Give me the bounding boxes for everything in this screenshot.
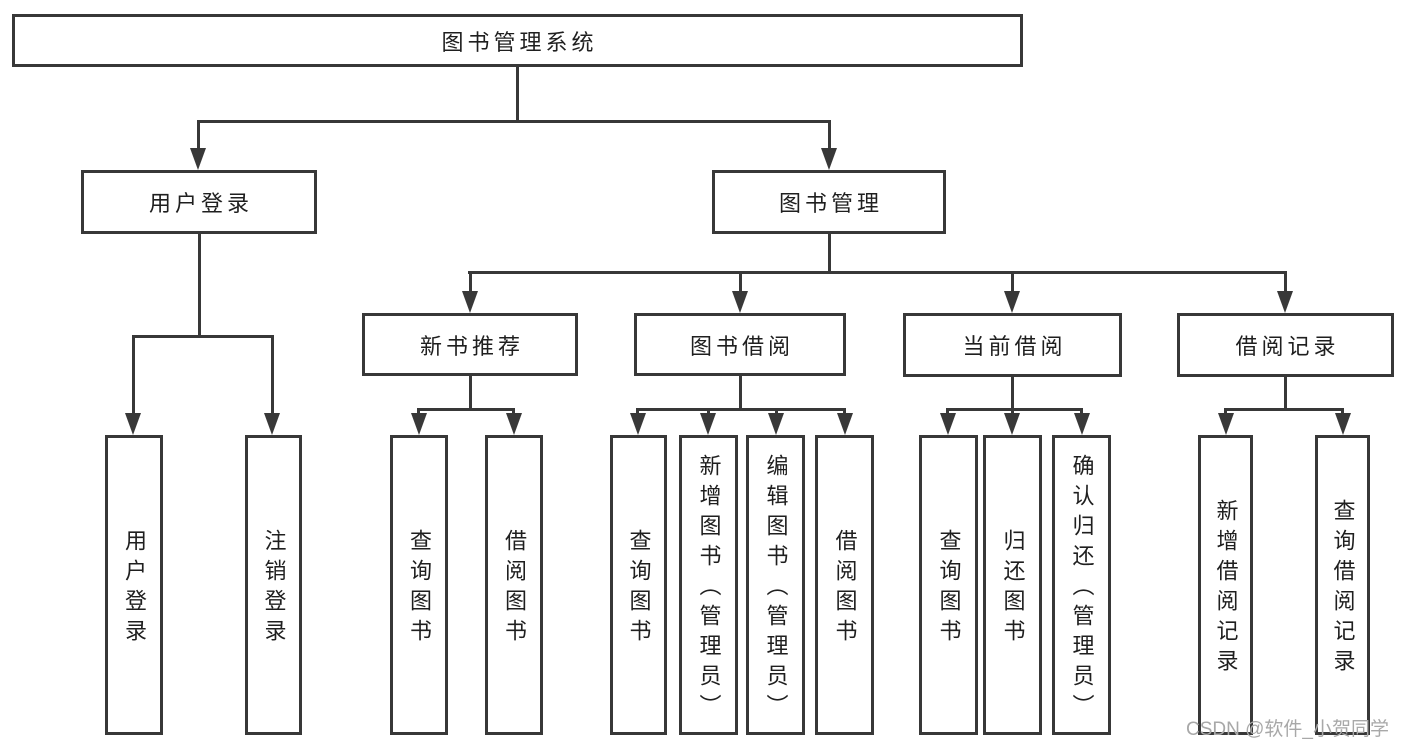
connector-line [132,335,135,415]
connector-line [198,234,201,335]
arrow-down-icon [768,413,784,435]
leaf-borrow-add-admin-label: 新增图书（管理员） [696,454,722,724]
node-borrow-records: 借阅记录 [1177,313,1394,377]
leaf-borrow-add-admin: 新增图书（管理员） [679,435,738,735]
connector-line [271,335,274,415]
leaf-current-query: 查询图书 [919,435,978,735]
node-book-management: 图书管理 [712,170,946,234]
connector-line [739,271,742,293]
leaf-query-borrow-record: 查询借阅记录 [1315,435,1370,735]
leaf-newbook-borrow: 借阅图书 [485,435,543,735]
node-current-borrow: 当前借阅 [903,313,1122,377]
connector-line [516,67,519,120]
node-new-book-recommend: 新书推荐 [362,313,578,376]
node-user-login: 用户登录 [81,170,317,234]
arrow-down-icon [940,413,956,435]
leaf-borrow-query: 查询图书 [610,435,667,735]
arrow-down-icon [190,148,206,170]
leaf-add-borrow-record: 新增借阅记录 [1198,435,1253,735]
arrow-down-icon [821,148,837,170]
leaf-newbook-borrow-label: 借阅图书 [502,529,527,649]
arrow-down-icon [462,291,478,313]
connector-line [1341,408,1344,416]
connector-line [843,408,846,416]
node-book-borrow: 图书借阅 [634,313,846,376]
leaf-borrow-book: 借阅图书 [815,435,874,735]
csdn-watermark: CSDN @软件_小贺同学 [1186,719,1389,740]
connector-line [636,408,639,416]
leaf-add-borrow-record-label: 新增借阅记录 [1213,499,1239,679]
connector-line [1011,377,1014,408]
arrow-down-icon [1004,413,1020,435]
connector-line [775,408,778,416]
leaf-return-book-label: 归还图书 [1000,529,1026,649]
arrow-down-icon [1004,291,1020,313]
node-root-label: 图书管理系统 [441,29,598,55]
connector-line [739,376,742,408]
node-new-book-recommend-label: 新书推荐 [419,333,524,359]
leaf-confirm-return-admin-label: 确认归还（管理员） [1069,454,1095,724]
node-book-borrow-label: 图书借阅 [689,333,794,359]
arrow-down-icon [700,413,716,435]
leaf-user-login-label: 用户登录 [122,529,147,649]
leaf-borrow-query-label: 查询图书 [626,529,652,649]
leaf-borrow-book-label: 借阅图书 [832,529,858,649]
leaf-return-book: 归还图书 [983,435,1042,735]
connector-line [468,271,1286,274]
arrow-down-icon [1277,291,1293,313]
connector-line [132,335,274,338]
connector-line [417,408,420,416]
leaf-newbook-query-label: 查询图书 [407,529,432,649]
connector-line [1011,271,1014,293]
connector-line [1284,377,1287,408]
arrow-down-icon [411,413,427,435]
arrow-down-icon [837,413,853,435]
arrow-down-icon [125,413,141,435]
arrow-down-icon [506,413,522,435]
connector-line [828,120,831,150]
leaf-confirm-return-admin: 确认归还（管理员） [1052,435,1111,735]
node-user-login-label: 用户登录 [148,191,253,216]
leaf-newbook-query: 查询图书 [390,435,448,735]
leaf-current-query-label: 查询图书 [936,529,962,649]
leaf-borrow-edit-admin: 编辑图书（管理员） [746,435,805,735]
connector-line [469,271,472,293]
connector-line [197,120,200,150]
arrow-down-icon [264,413,280,435]
connector-line [828,234,831,271]
leaf-logout-label: 注销登录 [261,529,287,649]
leaf-borrow-edit-admin-label: 编辑图书（管理员） [763,454,789,724]
connector-line [946,408,1083,411]
connector-line [469,376,472,408]
node-borrow-records-label: 借阅记录 [1235,334,1340,359]
connector-line [1224,408,1344,411]
node-root: 图书管理系统 [12,14,1023,67]
node-book-management-label: 图书管理 [778,191,883,216]
leaf-query-borrow-record-label: 查询借阅记录 [1330,499,1356,679]
leaf-logout: 注销登录 [245,435,302,735]
connector-line [417,408,515,411]
connector-line [636,408,846,411]
arrow-down-icon [732,291,748,313]
connector-line [1224,408,1227,416]
connector-line [1011,408,1014,416]
connector-line [1080,408,1083,416]
arrow-down-icon [1074,413,1090,435]
arrow-down-icon [630,413,646,435]
leaf-user-login: 用户登录 [105,435,163,735]
arrow-down-icon [1218,413,1234,435]
connector-line [707,408,710,416]
connector-line [197,120,831,123]
node-current-borrow-label: 当前借阅 [962,334,1067,359]
connector-line [512,408,515,416]
connector-line [1284,271,1287,293]
connector-line [946,408,949,416]
arrow-down-icon [1335,413,1351,435]
